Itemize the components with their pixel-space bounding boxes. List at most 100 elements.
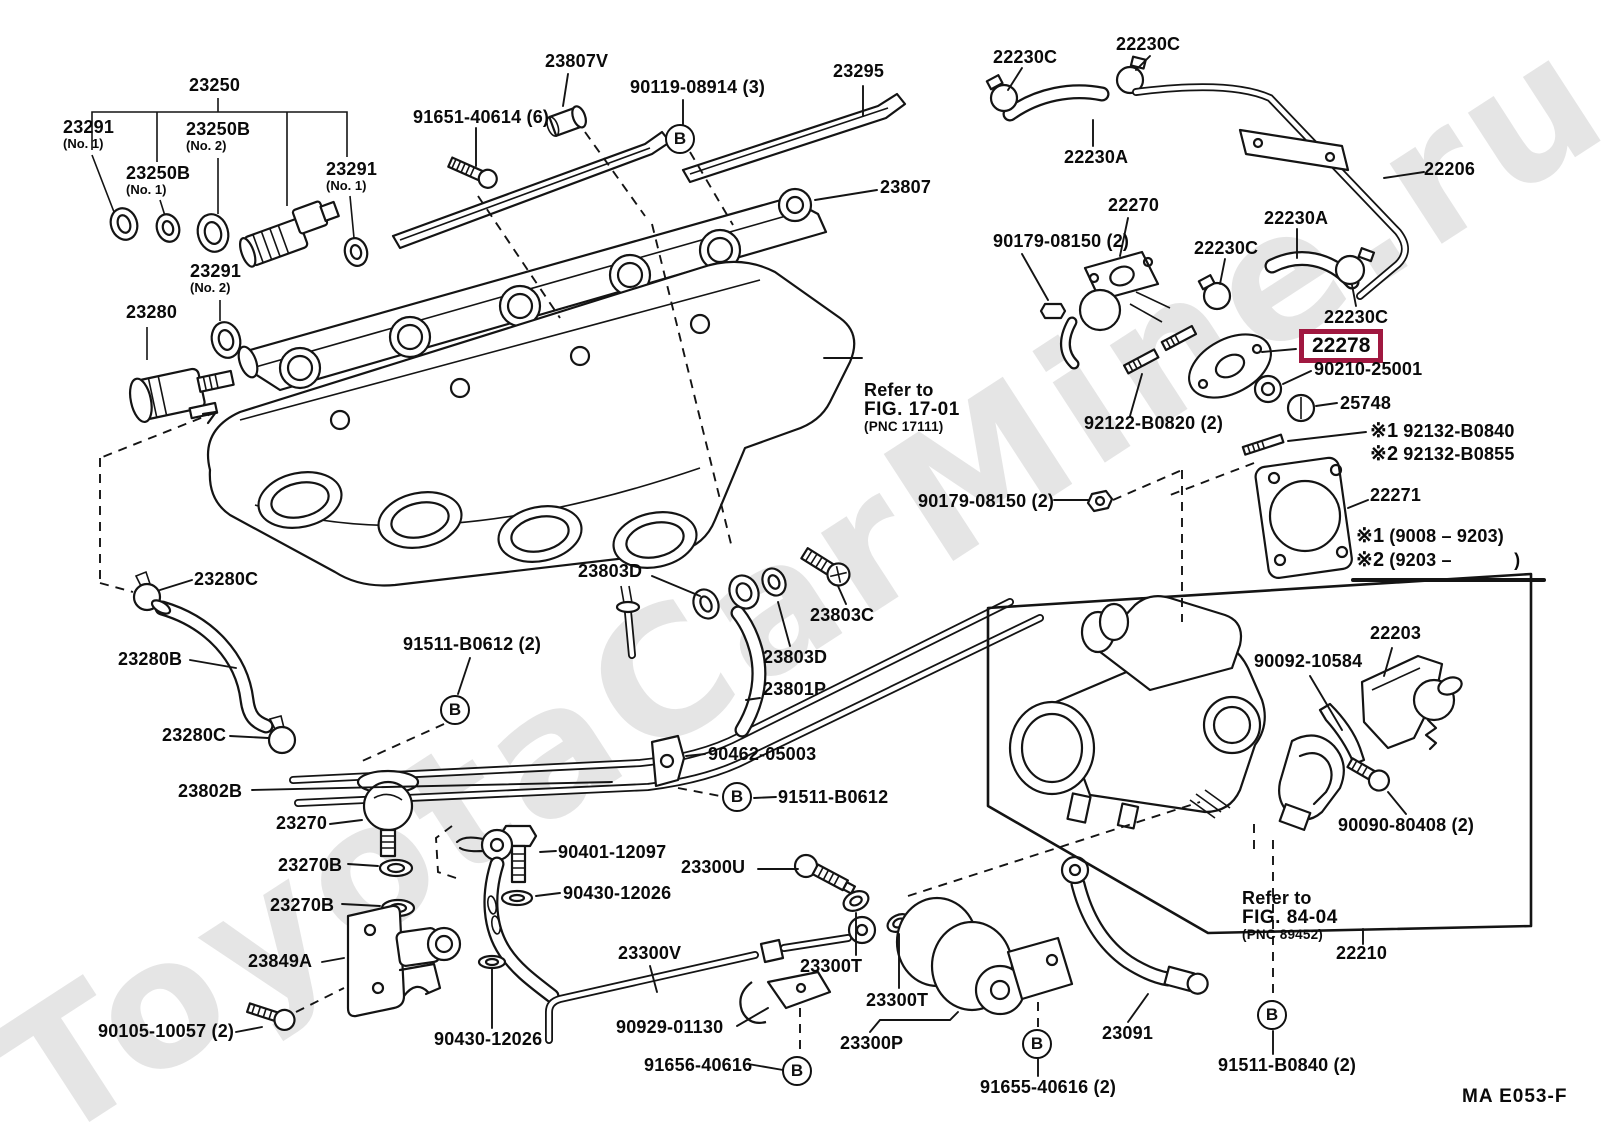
fuel-injector-drawing: [238, 200, 340, 268]
label-91511-b0612-qty: 91511-B0612 (2): [403, 634, 542, 654]
hose-23091-drawing: [1060, 855, 1209, 995]
gasket-22278-drawing: [1188, 333, 1272, 399]
label-23280c-2: 23280C: [162, 725, 227, 745]
stud-92132-drawing: [1241, 433, 1285, 456]
label-90179-08150-b: 90179-08150 (2): [918, 491, 1055, 511]
label-92122-b0820: 92122-B0820 (2): [1084, 413, 1224, 433]
highlighted-part-22278[interactable]: 22278: [1299, 329, 1384, 363]
label-23270: 23270: [276, 813, 328, 833]
injector-seals-drawing: [109, 207, 369, 359]
cap-nut-23807v-drawing: [546, 105, 587, 137]
clamp-22230c-1-drawing: [985, 74, 1019, 113]
hose-23280b-drawing: [150, 599, 274, 734]
cold-start-injector-23280-drawing: [128, 367, 235, 424]
assembly-marker-b-4: B: [782, 1056, 812, 1086]
union-bolt-23300u-drawing: [793, 853, 856, 895]
nut-90179-2-drawing: [1086, 489, 1114, 513]
label-23300t-2: 23300T: [866, 990, 929, 1010]
label-23280c-1: 23280C: [194, 569, 259, 589]
label-90462-05003: 90462-05003: [708, 744, 817, 764]
label-90210-25001: 90210-25001: [1314, 359, 1423, 379]
gasket-22271-drawing: [1254, 456, 1353, 579]
label-23300p: 23300P: [840, 1033, 904, 1053]
bracket-23849a-drawing: [346, 904, 462, 1018]
label-25748: 25748: [1340, 393, 1392, 413]
washer-90430-1-drawing: [500, 889, 534, 907]
figure-code: MA E053-F: [1462, 1086, 1568, 1107]
label-23802b: 23802B: [178, 781, 243, 801]
pipe-22206-drawing: [1132, 83, 1409, 300]
cap-25748-drawing: [1286, 393, 1316, 423]
clamp-23280c-2-drawing: [267, 715, 297, 755]
label-22206: 22206: [1424, 159, 1476, 179]
label-22230c-2: 22230C: [1116, 34, 1181, 54]
studs-92122-drawing: [1123, 324, 1198, 375]
label-23803c: 23803C: [810, 605, 875, 625]
valve-22203-drawing: [1360, 654, 1463, 751]
assembly-marker-b-1: B: [665, 124, 695, 154]
assembly-dashed-lines: [99, 131, 1274, 1056]
bracket-90092-drawing: [1318, 702, 1366, 766]
label-90929-01130: 90929-01130: [616, 1017, 724, 1037]
label-22203: 22203: [1370, 623, 1422, 643]
clamp-90462-drawing: [650, 734, 686, 788]
label-23280b: 23280B: [118, 649, 183, 669]
label-23849a: 23849A: [248, 951, 313, 971]
label-22230c-3: 22230C: [1194, 238, 1259, 258]
collar-23803d-2-drawing: [728, 574, 760, 610]
injector-group-bracket: [91, 98, 355, 360]
label-23801p: 23801P: [763, 679, 827, 699]
pressure-regulator-23270-drawing: [356, 769, 420, 858]
grommet-23803d-1-drawing: [692, 588, 720, 620]
grommet-23803c-seat-drawing: [761, 567, 787, 597]
assembly-marker-b-6: B: [1257, 1000, 1287, 1030]
label-22230a-2: 22230A: [1264, 208, 1329, 228]
label-range-1: ※1(9008 – 9203): [1356, 525, 1504, 547]
fuel-rail-cover-left-drawing: [391, 130, 672, 250]
intake-manifold-drawing: [206, 260, 856, 587]
label-23803d-2: 23803D: [763, 647, 828, 667]
label-23250b-no1: 23250B(No. 1): [126, 163, 191, 197]
label-23807v: 23807V: [545, 51, 609, 71]
bolt-90090-drawing: [1346, 757, 1391, 792]
label-22210: 22210: [1336, 943, 1388, 963]
label-90092-10584: 90092-10584: [1254, 651, 1363, 671]
label-23291-no1-b: 23291(No. 1): [326, 159, 378, 193]
label-90090-80408: 90090-80408 (2): [1338, 815, 1475, 835]
label-23270b-1: 23270B: [278, 855, 343, 875]
clamp-22230c-3-drawing: [1197, 274, 1232, 311]
label-90119-08914: 90119-08914 (3): [630, 77, 766, 97]
label-23803d-1: 23803D: [578, 561, 643, 581]
label-91511-b0840: 91511-B0840 (2): [1218, 1055, 1357, 1075]
label-22230c-4: 22230C: [1324, 307, 1389, 327]
label-91511-b0612: 91511-B0612: [778, 787, 889, 807]
bolt-91651-drawing: [447, 156, 498, 189]
pipe-23300v-drawing: [545, 934, 852, 1044]
label-23300t-1: 23300T: [800, 956, 863, 976]
label-91651-40614: 91651-40614 (6): [413, 107, 550, 127]
throttle-sensor-drawing: [1278, 734, 1345, 832]
bolt-23803c-drawing: [800, 547, 851, 587]
label-23291-no1-a: 23291(No. 1): [63, 117, 115, 151]
label-23807: 23807: [880, 177, 932, 197]
fuel-pipes-drawing: [289, 585, 1044, 807]
assembly-marker-b-5: B: [1022, 1029, 1052, 1059]
label-90430-12026-a: 90430-12026: [563, 883, 672, 903]
label-22270: 22270: [1108, 195, 1160, 215]
label-91655-40616: 91655-40616 (2): [980, 1077, 1117, 1097]
clamp-22230c-2-drawing: [1115, 55, 1147, 95]
label-91656-40616: 91656-40616: [644, 1055, 753, 1075]
label-90401-12097: 90401-12097: [558, 842, 667, 862]
label-23250: 23250: [189, 75, 241, 95]
assembly-marker-b-3: B: [722, 782, 752, 812]
iac-valve-22270-drawing: [1039, 250, 1171, 370]
label-23300u: 23300U: [681, 857, 746, 877]
label-23091: 23091: [1102, 1023, 1154, 1043]
label-23300v: 23300V: [618, 943, 682, 963]
label-90430-12026-b: 90430-12026: [434, 1029, 543, 1049]
